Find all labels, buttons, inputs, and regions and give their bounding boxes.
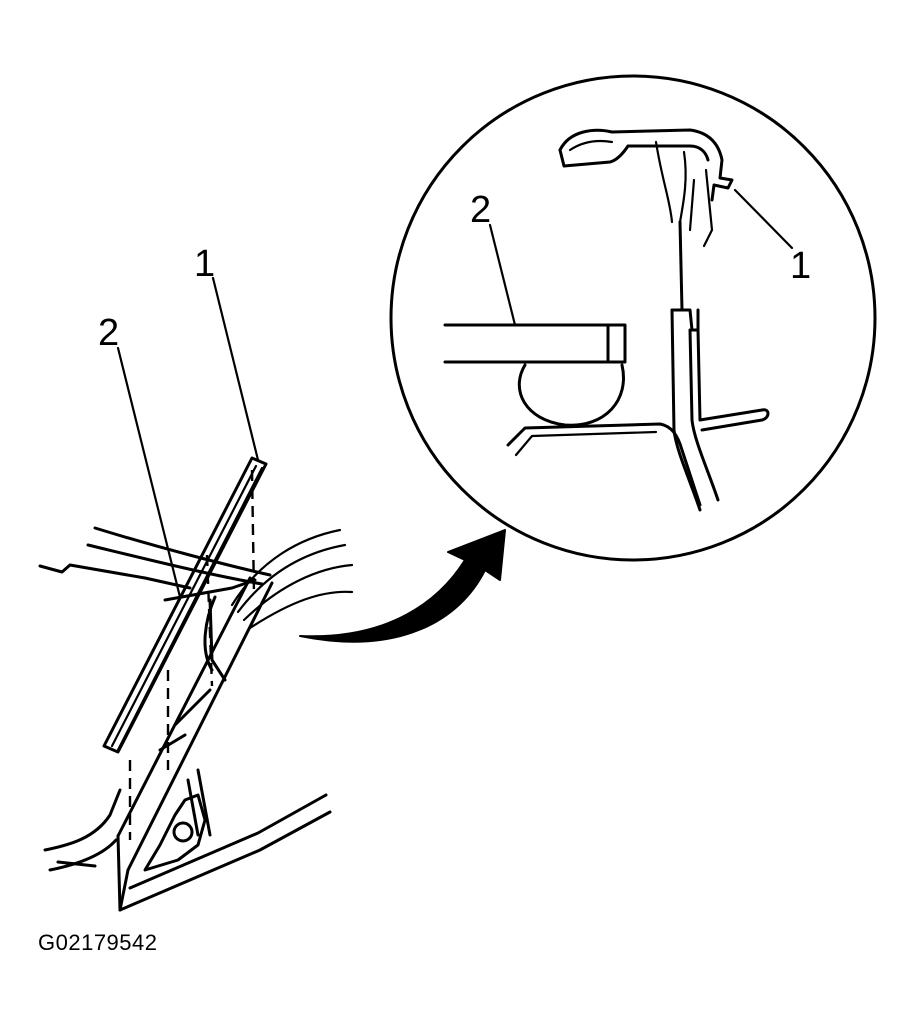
harness-line (248, 590, 354, 630)
door-pillar (116, 576, 332, 912)
detail-glass-edge (443, 323, 627, 364)
leader-line-2 (116, 346, 182, 599)
weatherstrip-strip (102, 456, 268, 754)
detail-body-contour (514, 430, 658, 457)
body-contour (93, 526, 272, 577)
detail-circle (389, 74, 877, 562)
body-contour (86, 543, 264, 586)
detail-leader-line-1 (733, 188, 794, 250)
callout-2-detail: 2 (470, 189, 491, 231)
install-guide-line (250, 469, 256, 596)
detail-view: 1 2 (389, 74, 877, 562)
detail-round-seal (517, 363, 625, 427)
main-view: 1 2 (38, 243, 354, 912)
detail-weatherstrip-profile (558, 128, 734, 248)
leader-line-1 (211, 276, 260, 462)
detail-leader-line-2 (488, 223, 517, 327)
body-contour (56, 860, 97, 868)
figure-id: G02179542 (38, 930, 158, 955)
callout-1-main: 1 (194, 243, 215, 285)
harness-line (242, 563, 354, 622)
callout-2-main: 2 (98, 312, 119, 354)
body-contour (48, 838, 118, 872)
install-guide-line (205, 554, 214, 687)
curved-arrow (299, 529, 506, 643)
detail-body-contour (506, 422, 702, 507)
body-contour (43, 788, 122, 852)
body-contour (38, 563, 192, 590)
harness-line (236, 543, 347, 614)
callout-1-detail: 1 (790, 245, 811, 287)
